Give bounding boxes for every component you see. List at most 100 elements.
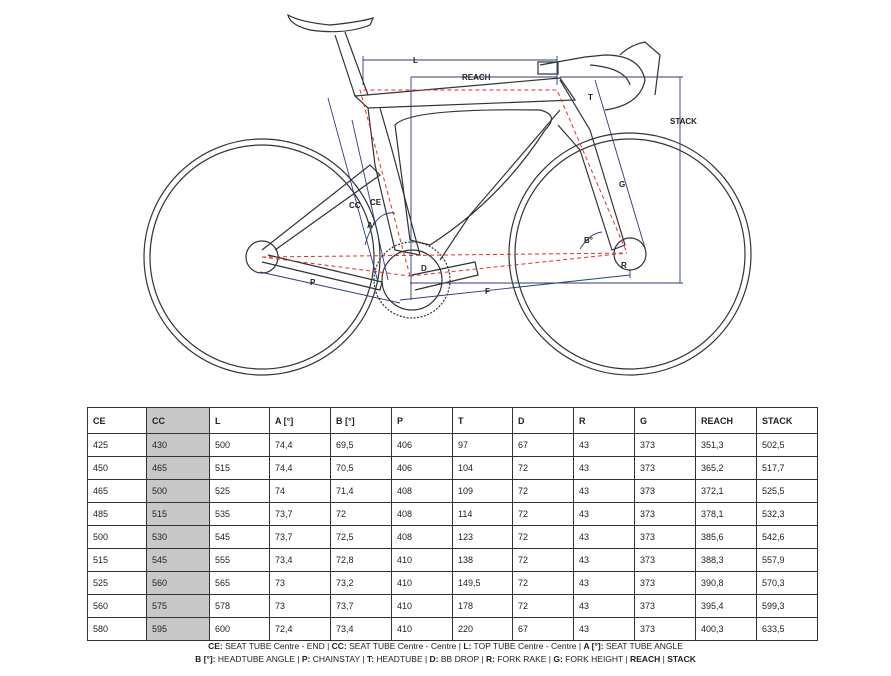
table-cell: 372,1 xyxy=(695,479,757,503)
legend-text: TOP TUBE Centre - Centre | xyxy=(471,641,584,651)
table-cell: 535 xyxy=(209,502,270,526)
table-cell: 365,2 xyxy=(695,456,757,480)
table-cell: 109 xyxy=(452,479,513,503)
table-cell: 400,3 xyxy=(695,617,757,641)
label-R: R xyxy=(621,261,627,270)
legend-text: SEAT TUBE ANGLE xyxy=(603,641,683,651)
table-cell: 378,1 xyxy=(695,502,757,526)
table-cell: 517,7 xyxy=(756,456,818,480)
legend-text: FORK RAKE | xyxy=(494,654,554,664)
table-cell: 580 xyxy=(87,617,147,641)
legend-line-1: CE: SEAT TUBE Centre - END | CC: SEAT TU… xyxy=(0,640,891,653)
label-CC: CC xyxy=(349,201,361,210)
table-cell: 557,9 xyxy=(756,548,818,572)
table-cell: 542,6 xyxy=(756,525,818,549)
table-cell: 73,4 xyxy=(269,548,331,572)
column-header: B [°] xyxy=(330,407,392,434)
table-cell: 72 xyxy=(512,548,574,572)
table-cell: 599,3 xyxy=(756,594,818,618)
column-header: T xyxy=(452,407,513,434)
table-cell: 67 xyxy=(512,433,574,457)
table-cell: 72 xyxy=(512,525,574,549)
saddle xyxy=(287,13,375,33)
table-cell: 72 xyxy=(330,502,392,526)
table-cell: 72 xyxy=(512,571,574,595)
table-cell: 373 xyxy=(634,525,696,549)
table-cell: 220 xyxy=(452,617,513,641)
legend-text: HEADTUBE ANGLE | xyxy=(215,654,302,664)
table-cell: 388,3 xyxy=(695,548,757,572)
legend-key: STACK xyxy=(667,654,696,664)
table-cell: 406 xyxy=(391,456,453,480)
table-cell: 123 xyxy=(452,525,513,549)
table-cell: 395,4 xyxy=(695,594,757,618)
table-cell: 373 xyxy=(634,548,696,572)
handlebar xyxy=(539,41,661,111)
table-cell: 465 xyxy=(87,479,147,503)
table-cell: 373 xyxy=(634,433,696,457)
legend-text: FORK HEIGHT | xyxy=(562,654,631,664)
table-cell: 430 xyxy=(146,433,210,457)
table-cell: 69,5 xyxy=(330,433,392,457)
column-header: L xyxy=(209,407,270,434)
table-cell: 545 xyxy=(146,548,210,572)
table-cell: 351,3 xyxy=(695,433,757,457)
table-cell: 373 xyxy=(634,571,696,595)
legend-key: L: xyxy=(463,641,472,651)
legend-line-2: B [°]: HEADTUBE ANGLE | P: CHAINSTAY | T… xyxy=(0,653,891,666)
table-cell: 525 xyxy=(209,479,270,503)
table-cell: 72,5 xyxy=(330,525,392,549)
label-G: G xyxy=(619,180,625,189)
table-cell: 600 xyxy=(209,617,270,641)
table-cell: 390,8 xyxy=(695,571,757,595)
table-cell: 74 xyxy=(269,479,331,503)
table-cell: 485 xyxy=(87,502,147,526)
legend-text: SEAT TUBE Centre - END | xyxy=(222,641,332,651)
table-cell: 515 xyxy=(146,502,210,526)
table-cell: 385,6 xyxy=(695,525,757,549)
table-cell: 525 xyxy=(87,571,147,595)
table-cell: 73,7 xyxy=(330,594,392,618)
table-cell: 373 xyxy=(634,502,696,526)
table-cell: 43 xyxy=(573,617,635,641)
table-cell: 74,4 xyxy=(269,456,331,480)
table-cell: 43 xyxy=(573,525,635,549)
legend-text: SEAT TUBE Centre - Centre | xyxy=(346,641,464,651)
table-cell: 408 xyxy=(391,525,453,549)
table-cell: 555 xyxy=(209,548,270,572)
table-cell: 72,4 xyxy=(269,617,331,641)
legend-key: R: xyxy=(485,654,495,664)
label-T: T xyxy=(588,93,593,102)
column-header: P xyxy=(391,407,453,434)
table-cell: 425 xyxy=(87,433,147,457)
table-cell: 502,5 xyxy=(756,433,818,457)
table-cell: 43 xyxy=(573,433,635,457)
table-cell: 74,4 xyxy=(269,433,331,457)
table-cell: 575 xyxy=(146,594,210,618)
legend-key: REACH xyxy=(630,654,661,664)
table-cell: 410 xyxy=(391,571,453,595)
table-cell: 633,5 xyxy=(756,617,818,641)
table-cell: 72 xyxy=(512,479,574,503)
legend-key: A [°]: xyxy=(583,641,604,651)
table-cell: 450 xyxy=(87,456,147,480)
seatpost xyxy=(334,31,369,97)
table-cell: 43 xyxy=(573,548,635,572)
bike-geometry-diagram: L REACH STACK T G B° R F P D CC CE A° xyxy=(143,13,752,376)
legend-text: | xyxy=(660,654,668,664)
legend-key: P: xyxy=(301,654,311,664)
column-header: A [°] xyxy=(269,407,331,434)
table-cell: 406 xyxy=(391,433,453,457)
legend-key: B [°]: xyxy=(195,654,216,664)
table-cell: 43 xyxy=(573,456,635,480)
table-cell: 515 xyxy=(87,548,147,572)
table-cell: 73,4 xyxy=(330,617,392,641)
